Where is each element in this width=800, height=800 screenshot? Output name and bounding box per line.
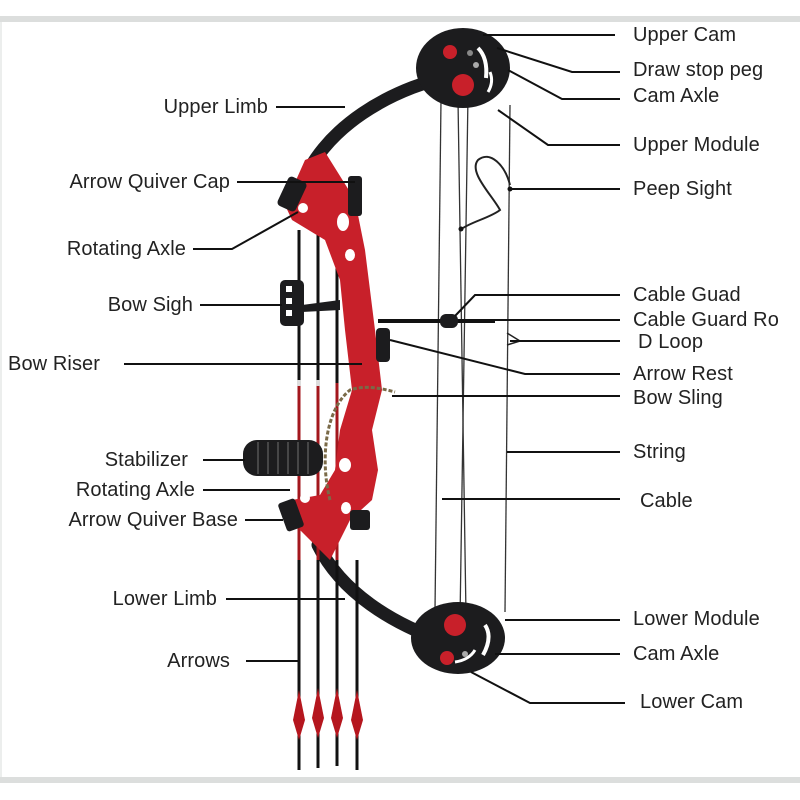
label-stabilizer: Stabilizer [104, 449, 188, 471]
label-upper-rotating-axle: Rotating Axle [66, 238, 186, 260]
lower-rotating-axle [300, 493, 310, 503]
label-draw-stop-peg: Draw stop peg [633, 59, 764, 81]
leader-lines-left [124, 106, 362, 662]
label-lower-limb: Lower Limb [112, 588, 217, 610]
label-cable: Cable [640, 490, 693, 512]
frame-left-border [0, 22, 2, 777]
riser-cutouts [298, 203, 355, 514]
label-arrow-rest: Arrow Rest [633, 363, 733, 385]
label-lower-cam-axle: Cam Axle [633, 643, 720, 665]
peep-sight-loop [459, 155, 511, 231]
label-upper-limb: Upper Limb [163, 96, 268, 118]
upper-module [452, 74, 474, 96]
label-lower-cam: Lower Cam [640, 691, 744, 713]
arrow [351, 560, 363, 770]
label-upper-cam-axle: Cam Axle [633, 85, 720, 107]
lower-module [444, 614, 466, 636]
lower-cam [411, 602, 505, 674]
bow-riser [285, 152, 382, 560]
bow-sling [323, 385, 396, 501]
d-loop [506, 332, 522, 346]
arrow-quiver-cap [277, 176, 307, 212]
stabilizer [243, 440, 323, 476]
label-upper-cam: Upper Cam [633, 24, 737, 46]
label-arrow-quiver-base: Arrow Quiver Base [68, 509, 238, 531]
string-cables [434, 94, 511, 621]
label-cable-guard-rod: Cable Guard Ro [633, 309, 779, 331]
cable-left [434, 99, 442, 611]
label-bow-sight: Bow Sigh [107, 294, 193, 316]
label-upper-module: Upper Module [633, 134, 760, 156]
frame-bottom-border [0, 777, 800, 783]
label-string: String [633, 441, 686, 463]
quiver-base-bracket [350, 510, 370, 530]
leader-lines-right [389, 34, 625, 704]
cable-guard [440, 314, 458, 328]
label-cable-guard: Cable Guad [633, 284, 741, 306]
quiver-cap-bracket [348, 176, 362, 216]
peep-sight-knot [458, 226, 464, 232]
upper-rotating-axle [298, 203, 308, 213]
label-bow-riser: Bow Riser [8, 353, 101, 375]
upper-cam [416, 28, 510, 108]
label-arrows: Arrows [167, 650, 230, 672]
bow-sight [280, 280, 340, 326]
label-lower-module: Lower Module [633, 608, 760, 630]
label-lower-rotating-axle: Rotating Axle [75, 479, 195, 501]
frame-top-border [0, 16, 800, 22]
label-arrow-quiver-cap: Arrow Quiver Cap [69, 171, 230, 193]
upper-cam-axle [473, 62, 479, 68]
lower-cam-axle [462, 651, 468, 657]
draw-stop-peg [467, 50, 473, 56]
label-peep-sight: Peep Sight [633, 178, 732, 200]
arrow-rest [376, 328, 390, 362]
label-bow-sling: Bow Sling [633, 387, 723, 409]
label-d-loop: D Loop [638, 331, 704, 353]
cable-crossing-a [459, 94, 469, 621]
arrow-quiver-base [278, 498, 304, 532]
